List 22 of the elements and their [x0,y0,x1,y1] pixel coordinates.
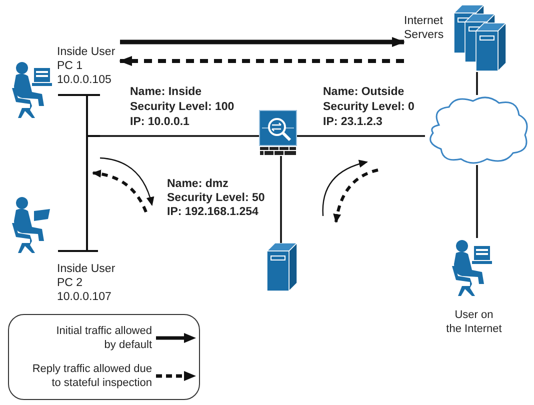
traffic-arrow [120,37,405,47]
network-link [280,156,282,243]
node-label: Internet Servers [404,14,445,42]
interface-label: Name: Outside [323,85,404,99]
interface-label: Security Level: 100 [130,100,234,114]
node-label: Inside User PC 2 10.0.0.107 [57,262,116,304]
network-link [476,72,478,95]
legend-text: Reply traffic allowed due to stateful inspection [31,362,152,390]
traffic-arrow [119,56,404,66]
interface-label: Security Level: 0 [323,100,414,114]
interface-label: IP: 23.1.2.3 [323,115,382,129]
interface-label: Name: dmz [167,177,228,191]
network-link [297,135,425,137]
node-label: User on the Internet [446,308,502,336]
network-link [100,135,259,137]
node-label: Inside User PC 1 10.0.0.105 [57,45,116,87]
legend-text: Initial traffic allowed by default [55,324,152,352]
interface-label: Security Level: 50 [167,191,265,205]
interface-label: IP: 192.168.1.254 [167,205,258,219]
interface-label: IP: 10.0.0.1 [130,115,190,129]
network-link [476,165,478,238]
interface-label: Name: Inside [130,85,202,99]
